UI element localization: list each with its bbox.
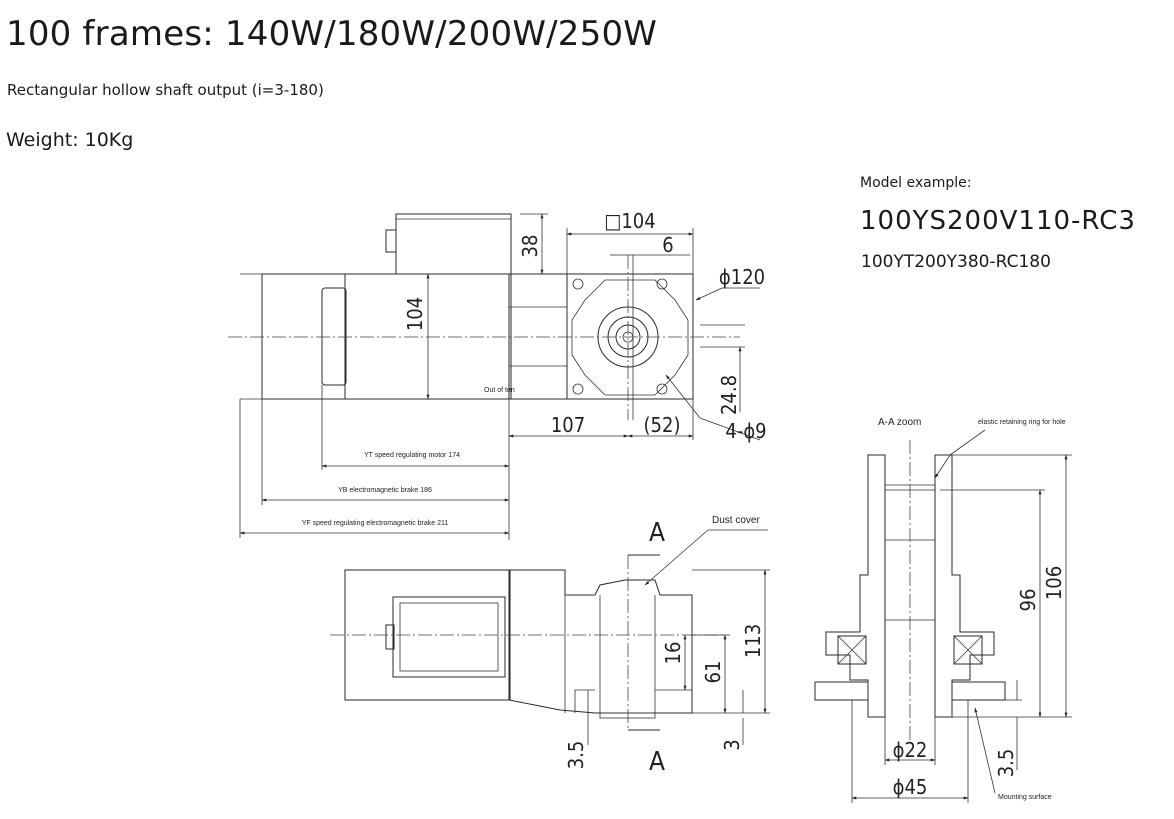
out-of-ten-label: Out of ten (484, 387, 515, 394)
retaining-ring-label: elastic retaining ring for hole (978, 419, 1066, 426)
dim-phi120: ϕ120 (719, 265, 765, 289)
dim-61: 61 (701, 661, 725, 684)
dim-38: 38 (518, 235, 542, 258)
aa-zoom-view: A-A zoom elastic retaining ring for hole… (814, 417, 1072, 803)
dim-96: 96 (1016, 589, 1040, 612)
zoom-dim-3-5: 3.5 (994, 749, 1018, 778)
model-example-1: 100YS200V110-RC3 (860, 206, 1136, 236)
dim-113: 113 (741, 624, 765, 658)
yt-motor-label: YT speed regulating motor 174 (364, 452, 460, 459)
model-example-2: 100YT200Y380-RC180 (861, 252, 1051, 272)
weight-text: Weight: 10Kg (6, 129, 134, 151)
dim-3: 3 (720, 739, 744, 750)
dim-4-holes: 4-ϕ9 (725, 419, 766, 443)
aa-zoom-label: A-A zoom (878, 417, 921, 428)
dust-cover-label: Dust cover (712, 515, 760, 526)
output-flange (566, 273, 694, 400)
dim-6: 6 (662, 233, 673, 257)
top-view: Out of ten 38 104 □104 6 ϕ120 24.8 4-ϕ9 … (228, 209, 767, 540)
dim-24-8: 24.8 (717, 375, 741, 415)
dim-16: 16 (661, 642, 685, 665)
model-example-label: Model example: (860, 175, 972, 191)
dim-3-5: 3.5 (564, 741, 588, 770)
page-title: 100 frames: 140W/180W/200W/250W (6, 14, 658, 54)
dim-52: (52) (644, 413, 681, 437)
page-subtitle: Rectangular hollow shaft output (i=3-180… (7, 81, 324, 99)
section-a-bottom: A (649, 747, 665, 777)
dim-phi22: ϕ22 (893, 738, 928, 762)
gearbox-housing (508, 273, 568, 400)
mounting-surface-label: Mounting surface (998, 794, 1052, 801)
dim-107: 107 (551, 413, 585, 437)
dim-106: 106 (1042, 566, 1066, 600)
dim-square-104: □104 (604, 209, 655, 233)
section-a-top: A (649, 518, 665, 548)
yb-brake-label: YB electromagnetic brake 186 (338, 487, 432, 494)
dim-phi45: ϕ45 (893, 775, 928, 799)
terminal-box (395, 213, 512, 275)
front-view: A A Dust cover 113 61 16 3 3.5 (330, 515, 770, 777)
gearbox-side (508, 569, 693, 714)
dim-104: 104 (403, 297, 427, 331)
yf-brake-label: YF speed regulating electromagnetic brak… (302, 520, 449, 527)
